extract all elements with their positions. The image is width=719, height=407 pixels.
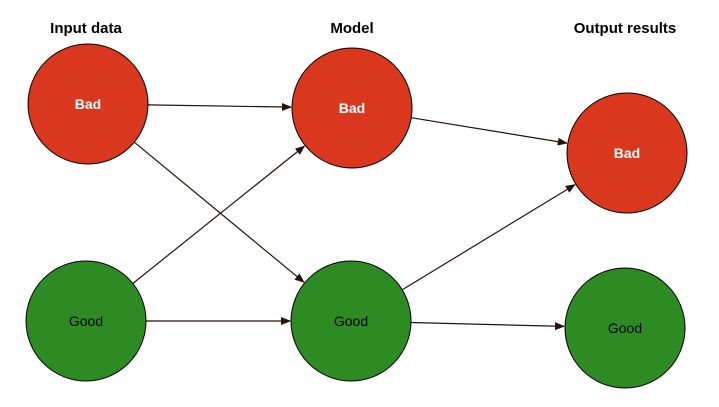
output-bad-circle	[566, 92, 688, 214]
model-bad-label: Bad	[339, 100, 365, 116]
column-title-model: Model	[330, 20, 373, 37]
model-bad-circle	[291, 47, 413, 169]
input-good-circle	[25, 260, 147, 382]
edges-group	[132, 102, 576, 331]
node-input-bad: Bad	[27, 43, 149, 165]
input-bad-circle	[27, 43, 149, 165]
model-good-circle	[290, 260, 412, 382]
node-model-bad: Bad	[291, 47, 413, 169]
edge-model-bad-to-output-bad	[411, 117, 568, 146]
model-good-label: Good	[334, 313, 368, 329]
node-output-good: Good	[564, 267, 686, 389]
input-bad-label: Bad	[75, 96, 101, 112]
column-title-input: Input data	[50, 20, 122, 37]
edge-input-bad-to-model-bad	[147, 102, 292, 111]
edge-model-good-to-output-bad	[401, 184, 576, 291]
node-output-bad: Bad	[566, 92, 688, 214]
output-good-label: Good	[608, 320, 642, 336]
column-title-output: Output results	[574, 20, 677, 37]
output-good-circle	[564, 267, 686, 389]
edge-model-good-to-output-good	[410, 321, 565, 331]
node-model-good: Good	[290, 260, 412, 382]
input-good-label: Good	[69, 313, 103, 329]
output-bad-label: Bad	[614, 145, 640, 161]
edge-input-bad-to-model-good	[133, 141, 305, 283]
node-input-good: Good	[25, 260, 147, 382]
edge-input-good-to-model-bad	[132, 145, 306, 284]
